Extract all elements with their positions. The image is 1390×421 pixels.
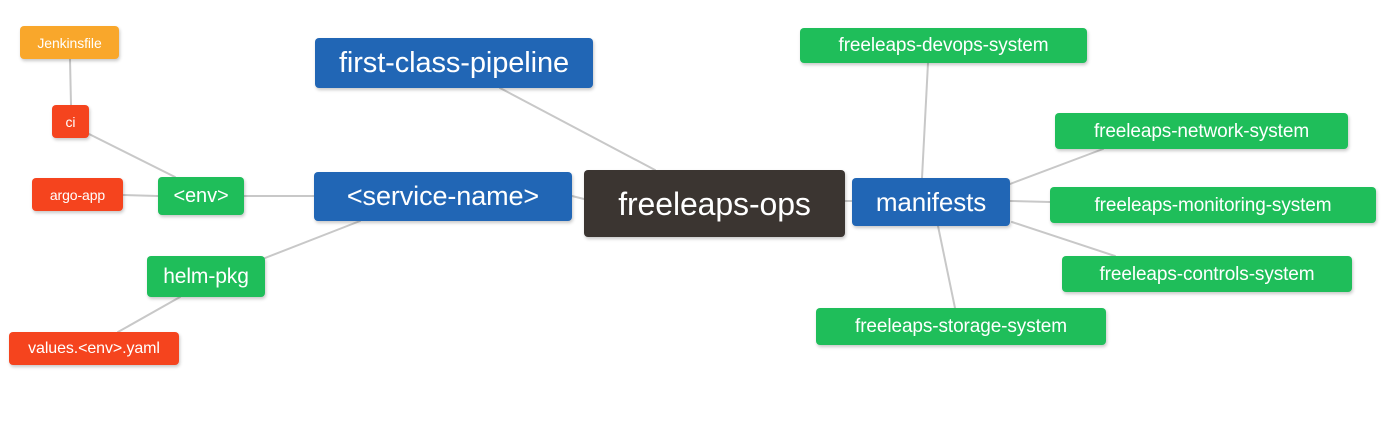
node-env[interactable]: <env> xyxy=(158,177,244,215)
edge-manifests-monitoring xyxy=(1009,200,1051,203)
edge-jenkinsfile-ci xyxy=(69,58,72,106)
node-label-helm-pkg: helm-pkg xyxy=(163,265,249,288)
node-freeleaps-ops[interactable]: freeleaps-ops xyxy=(584,170,845,237)
node-label-freeleaps-monitoring-system: freeleaps-monitoring-system xyxy=(1094,194,1332,216)
node-label-freeleaps-controls-system: freeleaps-controls-system xyxy=(1099,263,1315,285)
node-label-freeleaps-network-system: freeleaps-network-system xyxy=(1093,120,1310,142)
edge-servicename-ops xyxy=(571,195,585,200)
edge-manifests-devops xyxy=(921,62,929,179)
edge-helmpkg-servicename xyxy=(264,220,361,259)
node-label-ci: ci xyxy=(65,113,76,130)
node-label-freeleaps-devops-system: freeleaps-devops-system xyxy=(838,35,1049,56)
node-label-first-class-pipeline: first-class-pipeline xyxy=(338,46,570,79)
edge-manifests-network xyxy=(1009,148,1104,185)
node-freeleaps-network-system[interactable]: freeleaps-network-system xyxy=(1055,113,1348,149)
node-label-freeleaps-ops: freeleaps-ops xyxy=(618,185,811,222)
node-label-freeleaps-storage-system: freeleaps-storage-system xyxy=(855,316,1067,337)
node-label-argo-app: argo-app xyxy=(49,186,106,203)
edge-manifests-storage xyxy=(937,225,956,309)
edge-valuesyaml-helmpkg xyxy=(117,296,181,333)
node-manifests[interactable]: manifests xyxy=(852,178,1010,226)
node-freeleaps-storage-system[interactable]: freeleaps-storage-system xyxy=(816,308,1106,345)
node-freeleaps-devops-system[interactable]: freeleaps-devops-system xyxy=(800,28,1087,63)
node-jenkinsfile[interactable]: Jenkinsfile xyxy=(20,26,119,59)
edge-ci-env xyxy=(88,133,176,178)
node-label-jenkinsfile: Jenkinsfile xyxy=(37,34,102,51)
node-argo-app[interactable]: argo-app xyxy=(32,178,123,211)
node-ci[interactable]: ci xyxy=(52,105,89,138)
edge-firstclass-ops xyxy=(499,87,656,171)
node-helm-pkg[interactable]: helm-pkg xyxy=(147,256,265,297)
node-label-manifests: manifests xyxy=(875,187,987,217)
node-label-service-name: <service-name> xyxy=(346,181,540,211)
node-freeleaps-monitoring-system[interactable]: freeleaps-monitoring-system xyxy=(1050,187,1376,223)
node-service-name[interactable]: <service-name> xyxy=(314,172,572,221)
node-freeleaps-controls-system[interactable]: freeleaps-controls-system xyxy=(1062,256,1352,292)
node-label-values-yaml: values.<env>.yaml xyxy=(28,339,160,357)
edge-manifests-controls xyxy=(1011,221,1116,257)
edge-argoapp-env xyxy=(122,194,159,197)
node-label-env: <env> xyxy=(173,185,229,207)
node-values-yaml[interactable]: values.<env>.yaml xyxy=(9,332,179,365)
node-first-class-pipeline[interactable]: first-class-pipeline xyxy=(315,38,593,88)
